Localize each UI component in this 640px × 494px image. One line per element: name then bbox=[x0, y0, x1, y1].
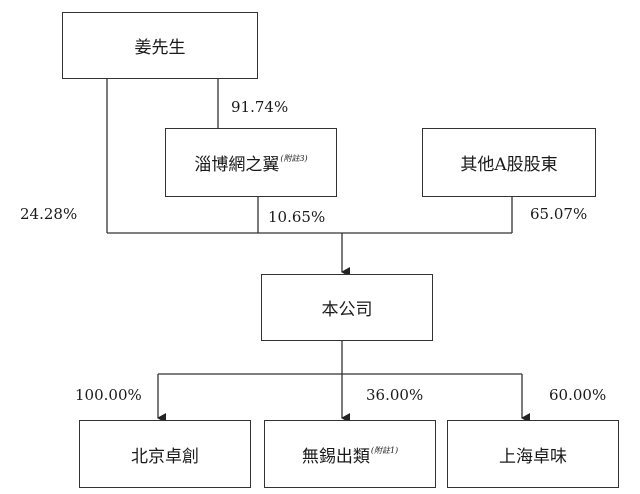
node-shanghai-label: 上海卓味 bbox=[499, 446, 567, 467]
pct-jiang-to-company: 24.28% bbox=[20, 205, 78, 223]
pct-jiang-to-zibo: 91.74% bbox=[231, 98, 289, 116]
node-other-shareholders-label: 其他A股股東 bbox=[460, 155, 558, 175]
node-mr-jiang: 姜先生 bbox=[62, 12, 258, 79]
pct-company-to-wuxi: 36.00% bbox=[366, 386, 424, 404]
node-zibo: 淄博網之翼(附註3) bbox=[165, 128, 337, 197]
pct-zibo-to-company: 10.65% bbox=[268, 208, 326, 226]
node-zibo-note: (附註3) bbox=[280, 154, 308, 163]
pct-others-to-company: 65.07% bbox=[530, 205, 588, 223]
node-other-shareholders: 其他A股股東 bbox=[422, 128, 596, 197]
node-beijing-label: 北京卓創 bbox=[131, 446, 199, 467]
pct-company-to-beijing: 100.00% bbox=[75, 386, 142, 404]
node-company-label: 本公司 bbox=[321, 300, 373, 320]
node-wuxi-note: (附註1) bbox=[370, 445, 399, 455]
node-shanghai: 上海卓味 bbox=[447, 420, 619, 488]
node-wuxi: 無錫出類(附註1) bbox=[264, 420, 436, 488]
node-wuxi-label: 無錫出類 bbox=[301, 446, 370, 467]
node-mr-jiang-label: 姜先生 bbox=[134, 38, 186, 58]
pct-company-to-shanghai: 60.00% bbox=[549, 386, 607, 404]
node-zibo-label: 淄博網之翼 bbox=[194, 155, 280, 175]
node-beijing: 北京卓創 bbox=[79, 420, 251, 488]
node-company: 本公司 bbox=[261, 274, 433, 341]
